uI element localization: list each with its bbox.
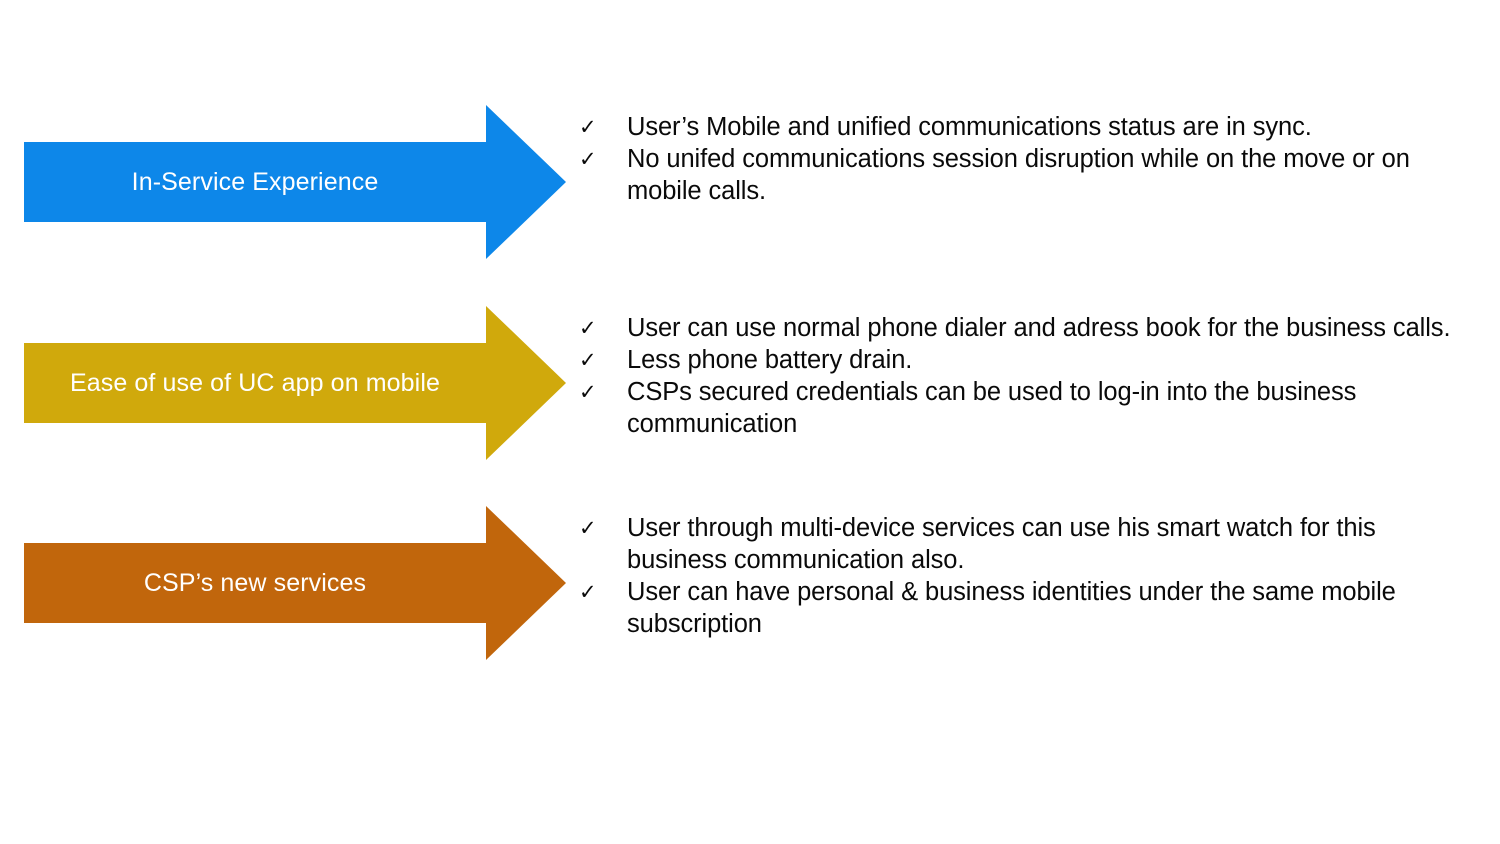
check-icon: ✓ [579, 580, 597, 604]
check-icon: ✓ [579, 348, 597, 372]
list-item: ✓ CSPs secured credentials can be used t… [575, 376, 1487, 440]
check-icon: ✓ [579, 115, 597, 139]
list-item: ✓ No unifed communications session disru… [575, 143, 1455, 207]
right-arrow-icon [24, 306, 566, 460]
list-item-text: User’s Mobile and unified communications… [627, 113, 1312, 141]
list-item-text: User through multi-device services can u… [627, 514, 1376, 574]
list-item: ✓ Less phone battery drain. [575, 344, 1487, 376]
arrow-shape-ease-of-use-of-uc-app-on-mobile[interactable]: Ease of use of UC app on mobile [24, 306, 566, 460]
list-item: ✓ User’s Mobile and unified communicatio… [575, 111, 1455, 143]
check-icon: ✓ [579, 516, 597, 540]
bullet-list-ease-of-use-of-uc-app-on-mobile: ✓ User can use normal phone dialer and a… [575, 312, 1487, 440]
bullet-list-in-service-experience: ✓ User’s Mobile and unified communicatio… [575, 111, 1455, 207]
list-item-text: CSPs secured credentials can be used to … [627, 378, 1357, 438]
list-item-text: Less phone battery drain. [627, 346, 913, 374]
list-item-text: No unifed communications session disrupt… [627, 145, 1410, 205]
list-item-text: User can have personal & business identi… [627, 578, 1396, 638]
check-icon: ✓ [579, 147, 597, 171]
right-arrow-icon [24, 105, 566, 259]
arrow-polygon-3 [24, 506, 566, 660]
list-item: ✓ User through multi-device services can… [575, 512, 1420, 576]
bullet-list-csps-new-services: ✓ User through multi-device services can… [575, 512, 1420, 640]
list-item-text: User can use normal phone dialer and adr… [627, 314, 1451, 342]
right-arrow-icon [24, 506, 566, 660]
arrow-polygon-2 [24, 306, 566, 460]
list-item: ✓ User can have personal & business iden… [575, 576, 1420, 640]
list-item: ✓ User can use normal phone dialer and a… [575, 312, 1487, 344]
check-icon: ✓ [579, 380, 597, 404]
arrow-shape-csps-new-services[interactable]: CSP’s new services [24, 506, 566, 660]
check-icon: ✓ [579, 316, 597, 340]
arrow-shape-in-service-experience[interactable]: In-Service Experience [24, 105, 566, 259]
arrow-polygon-1 [24, 105, 566, 259]
